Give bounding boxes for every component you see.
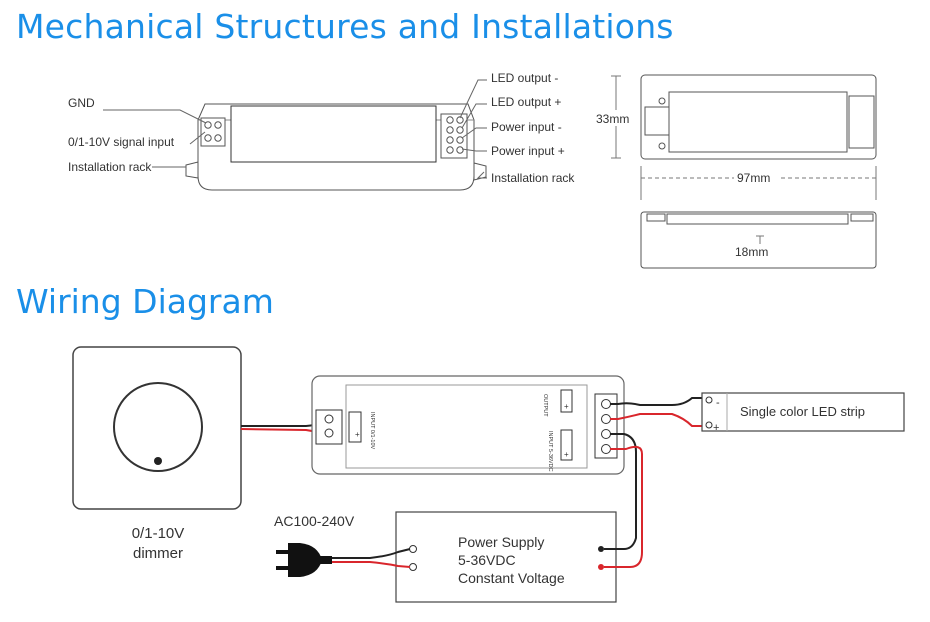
output-plus-sign: + [564, 402, 569, 411]
length-dimension-bg [734, 171, 780, 185]
dimmer-label-line2: dimmer [133, 545, 183, 562]
ac-wire-red [332, 561, 411, 568]
power-wire-red [604, 445, 643, 568]
controller-input-label: INPUT 0/1-10V [369, 412, 375, 450]
signal-input-label: 0/1-10V signal input [68, 135, 175, 149]
led-wire-red [610, 413, 706, 427]
power-input-plus-label: Power input + [491, 144, 565, 158]
ac-voltage-label: AC100-240V [274, 513, 355, 529]
controller-side-view [640, 211, 877, 269]
wiring-heading: Wiring Diagram [16, 282, 274, 321]
power-supply-line2: 5-36VDC [458, 552, 516, 568]
controller-3d-view [103, 79, 487, 191]
height-dimension: 33mm [596, 112, 629, 126]
dimmer-wire-black [241, 419, 323, 427]
power-supply-line1: Power Supply [458, 534, 544, 550]
power-supply-line3: Constant Voltage [458, 570, 565, 586]
power-plus-sign: + [564, 450, 569, 459]
controller-wiring-view [311, 375, 625, 475]
mechanical-heading: Mechanical Structures and Installations [16, 7, 674, 46]
led-strip-minus-sign: - [716, 397, 720, 409]
height-dimension-bg [595, 110, 635, 126]
knob-indicator-dot [154, 457, 162, 465]
ac-wire-black [332, 548, 411, 559]
led-output-minus-label: LED output - [491, 71, 558, 85]
left-installation-rack-label: Installation rack [68, 160, 152, 174]
power-wire-black [604, 433, 637, 550]
controller-power-label: INPUT 5-36VDC [547, 431, 553, 472]
led-strip-label: Single color LED strip [740, 404, 865, 419]
gnd-label: GND [68, 96, 95, 110]
controller-output-label: OUTPUT [542, 394, 548, 417]
power-supply [395, 511, 617, 603]
thickness-dimension: 18mm [735, 245, 768, 259]
led-strip [701, 392, 905, 432]
left-minus-sign: + [355, 430, 360, 439]
dimmer-device [72, 346, 242, 510]
controller-top-view [611, 74, 877, 200]
ac-plug-icon [276, 543, 332, 577]
led-output-plus-label: LED output + [491, 95, 561, 109]
led-strip-plus-sign: + [713, 422, 719, 434]
power-input-minus-label: Power input - [491, 120, 562, 134]
dimmer-label-line1: 0/1-10V [132, 525, 185, 542]
led-wire-black [610, 397, 706, 406]
right-installation-rack-label: Installation rack [491, 171, 575, 185]
length-dimension: 97mm [737, 171, 770, 185]
